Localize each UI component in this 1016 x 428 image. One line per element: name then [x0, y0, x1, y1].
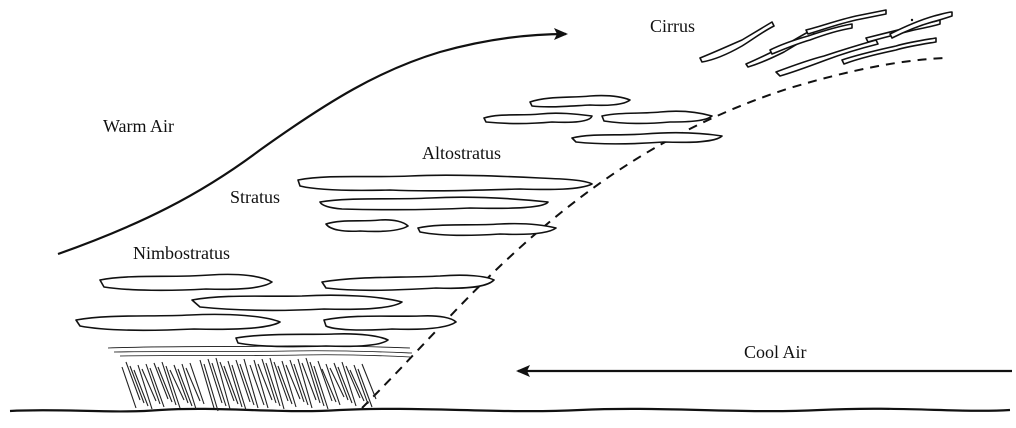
precipitation-streaks	[122, 358, 376, 411]
rain-streak	[232, 365, 246, 410]
rain-streak	[200, 360, 214, 408]
rain-streak	[310, 362, 324, 406]
cool-air-label-text: Cool Air	[744, 342, 807, 362]
rain-streak	[150, 368, 164, 407]
rain-streak	[204, 364, 218, 411]
ground-line	[10, 409, 1010, 412]
nimbostratus-label: Nimbostratus	[133, 243, 230, 263]
nimbostratus-clouds	[76, 274, 494, 357]
rain-streak	[314, 366, 328, 409]
altostratus-label: Altostratus	[422, 143, 501, 163]
cirrus-clouds	[700, 10, 952, 76]
stratus-label: Stratus	[230, 187, 280, 207]
altostratus-clouds	[484, 96, 722, 144]
rain-streak	[358, 369, 372, 407]
warm-air-label: Warm Air	[103, 116, 174, 136]
rain-streak	[122, 367, 136, 408]
cirrus-label: Cirrus	[650, 16, 695, 36]
stratus-clouds	[298, 175, 592, 235]
